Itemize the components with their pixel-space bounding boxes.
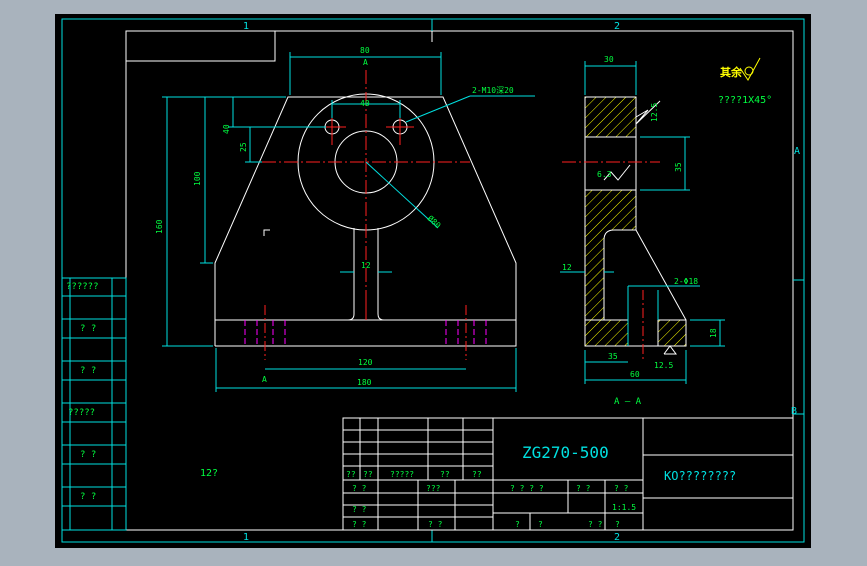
side-dimensions (560, 61, 725, 384)
section-label: A — A (614, 397, 642, 407)
dim-web: 12 (361, 261, 371, 270)
chamfer-note: ????1X45° (718, 95, 772, 106)
side-dim-12-5b: 12.5 (654, 361, 673, 370)
row-approve: ? ? (352, 520, 367, 529)
side-dim-35h: 35 (674, 162, 683, 172)
side-strip: ?????? ? ? ? ? ????? ? ? ? ? (61, 277, 127, 531)
scale-value: 1:1.5 (612, 503, 636, 512)
zone-bottom-1: 1 (243, 532, 249, 543)
sign-col-1: ?? (363, 470, 373, 479)
dim-d160: 160 (155, 219, 164, 234)
side-dim-12: 12 (562, 263, 572, 272)
side-label-5: ? ? (80, 492, 96, 502)
side-dim-35: 35 (608, 352, 618, 361)
zone-right-A: A (794, 146, 800, 157)
row-design: ? ? (352, 484, 367, 493)
dim-hole-span: 40 (360, 99, 370, 108)
side-dim-60: 60 (630, 370, 640, 379)
sign-col-2: ????? (390, 470, 414, 479)
zone-top-2: 2 (614, 21, 620, 32)
side-dim-12-5: 12.5 (650, 103, 659, 122)
title-block (342, 417, 794, 531)
side-dim-holes: 2-Φ18 (674, 277, 698, 286)
dim-top-width: 80 (360, 46, 370, 55)
zone-right-B: B (791, 406, 797, 417)
sheet-b: ? (538, 520, 543, 529)
hdr-weight: ? ? (576, 484, 591, 493)
dim-d100: 100 (193, 171, 202, 186)
side-dim-6-3: 6.3 (597, 170, 612, 179)
zone-top-1: 1 (243, 21, 249, 32)
row-design2: ??? (426, 484, 441, 493)
dim-hole-callout: 2-M10深20 (472, 86, 514, 95)
org-label: KO???????? (664, 469, 736, 483)
front-view (214, 70, 517, 360)
side-label-2: ? ? (80, 366, 96, 376)
dim-d120: 120 (358, 358, 373, 367)
dim-d25: 25 (239, 142, 248, 152)
zone-bottom-2: 2 (614, 532, 620, 543)
row-check: ? ? (352, 505, 367, 514)
roughness-note: 其余 (720, 65, 743, 79)
side-label-1: ? ? (80, 324, 96, 334)
sheet-c: ? ? (588, 520, 603, 529)
hdr-scale: ? ? (614, 484, 629, 493)
paper-sheet (55, 14, 811, 548)
side-dim-18: 18 (709, 328, 718, 338)
dim-d40: 40 (222, 124, 231, 134)
side-label-0: ?????? (66, 282, 99, 292)
dim-d180: 180 (357, 378, 372, 387)
hdr-mark: ? ? ? ? (510, 484, 544, 493)
section-A-top: A (363, 58, 368, 67)
sheet-a: ? (515, 520, 520, 529)
row-approve2: ? ? (428, 520, 443, 529)
sign-col-0: ?? (346, 470, 356, 479)
side-label-3: ????? (68, 408, 95, 418)
front-dimensions (162, 52, 535, 392)
sheet-d: ? (615, 520, 620, 529)
sign-col-3: ?? (440, 470, 450, 479)
material-label: ZG270-500 (522, 443, 609, 462)
roughness-note-symbol (739, 57, 761, 81)
side-label-4: ? ? (80, 450, 96, 460)
side-dim-30: 30 (604, 55, 614, 64)
sign-col-4: ?? (472, 470, 482, 479)
scale-note: 12? (200, 468, 218, 479)
roughness-symbols (603, 100, 677, 355)
section-A-bottom: A (262, 375, 267, 384)
corner-box (126, 31, 276, 62)
